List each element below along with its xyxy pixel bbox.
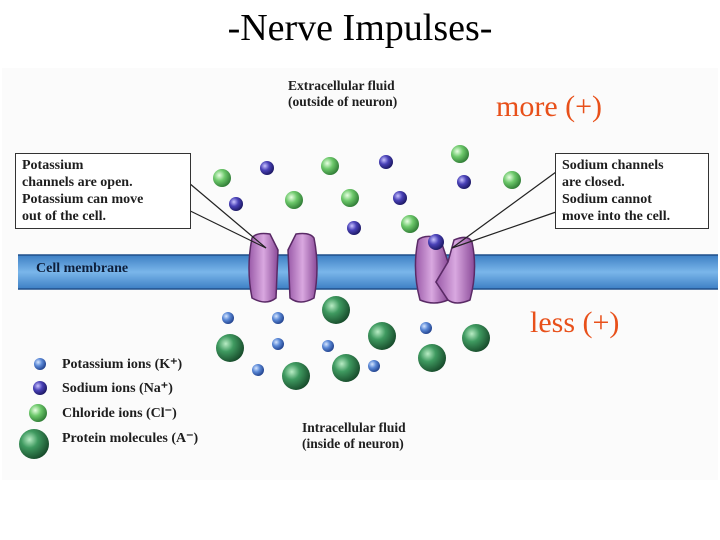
legend-sodium-swatch xyxy=(33,381,47,395)
potassium-ion xyxy=(222,312,234,324)
pointer-lines xyxy=(175,171,557,249)
sodium-ion xyxy=(229,197,243,211)
protein-molecule xyxy=(322,296,350,324)
protein-molecule xyxy=(332,354,360,382)
legend-potassium-swatch xyxy=(34,358,46,370)
membrane-label: Cell membrane xyxy=(36,261,129,276)
intracellular-label: Intracellular fluid (inside of neuron) xyxy=(302,420,406,451)
potassium-channel xyxy=(248,232,318,303)
potassium-ion xyxy=(420,322,432,334)
legend-swatches xyxy=(19,358,49,459)
sodium-ion xyxy=(457,175,471,189)
protein-molecule xyxy=(368,322,396,350)
protein-molecule xyxy=(418,344,446,372)
legend-protein-swatch xyxy=(19,429,49,459)
potassium-ion xyxy=(252,364,264,376)
slide-title: -Nerve Impulses- xyxy=(227,7,493,49)
chloride-ion xyxy=(503,171,521,189)
legend-chloride-swatch xyxy=(29,404,47,422)
charge-top-label: more (+) xyxy=(496,90,603,123)
intracellular-ions xyxy=(216,296,490,390)
sodium-ion xyxy=(347,221,361,235)
chloride-ion xyxy=(451,145,469,163)
legend-chloride: Chloride ions (Cl⁻) xyxy=(62,406,177,421)
legend-potassium: Potassium ions (K⁺) xyxy=(62,357,183,372)
chloride-ion xyxy=(341,189,359,207)
sodium-ion-in-channel xyxy=(428,234,444,250)
cell-membrane xyxy=(18,255,718,289)
sodium-channel xyxy=(414,235,476,304)
potassium-ion xyxy=(272,312,284,324)
sodium-ion xyxy=(260,161,274,175)
potassium-ion xyxy=(272,338,284,350)
protein-molecule xyxy=(462,324,490,352)
potassium-ion xyxy=(322,340,334,352)
potassium-ion xyxy=(368,360,380,372)
chloride-ion xyxy=(321,157,339,175)
sodium-info-box: Sodium channels are closed. Sodium canno… xyxy=(555,153,709,229)
chloride-ion xyxy=(285,191,303,209)
legend-sodium: Sodium ions (Na⁺) xyxy=(62,381,173,396)
charge-bottom-label: less (+) xyxy=(530,306,620,339)
protein-molecule xyxy=(282,362,310,390)
sodium-ion xyxy=(393,191,407,205)
protein-molecule xyxy=(216,334,244,362)
extracellular-ions xyxy=(213,145,521,250)
chloride-ion xyxy=(213,169,231,187)
chloride-ion xyxy=(401,215,419,233)
legend-protein: Protein molecules (A⁻) xyxy=(62,431,199,446)
extracellular-label: Extracellular fluid (outside of neuron) xyxy=(288,78,398,109)
potassium-info-box: Potassium channels are open. Potassium c… xyxy=(15,153,191,229)
sodium-ion xyxy=(379,155,393,169)
